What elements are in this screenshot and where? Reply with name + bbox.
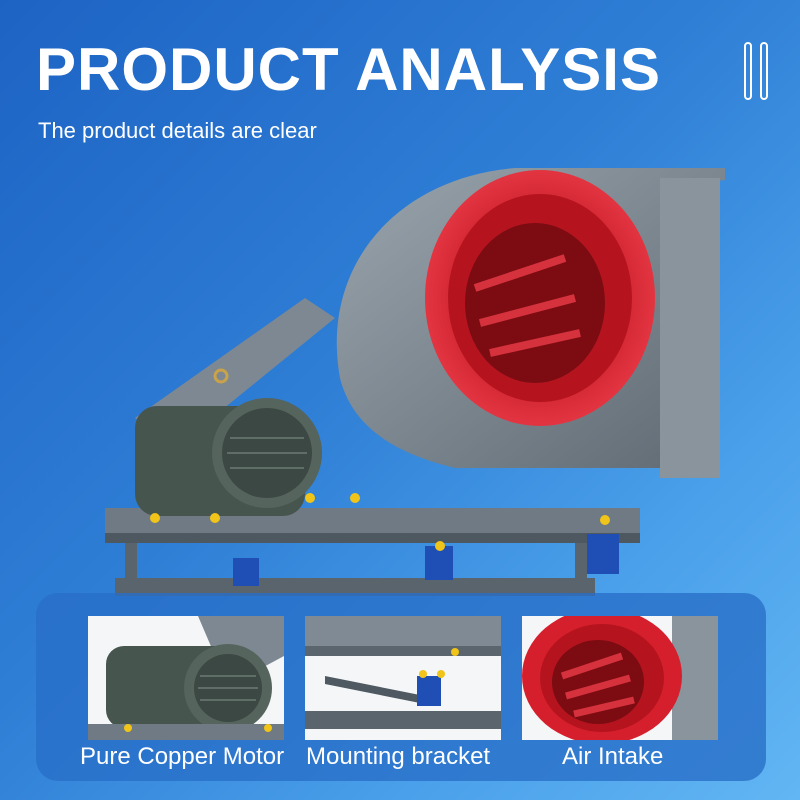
page-title: PRODUCT ANALYSIS <box>36 36 661 103</box>
motor-detail-image <box>88 616 284 740</box>
air-intake-detail-image <box>522 616 718 740</box>
bracket-caption: Mounting bracket <box>306 743 491 770</box>
centrifugal-fan-image <box>95 148 735 608</box>
motor-caption: Pure Copper Motor <box>80 743 285 770</box>
bracket-detail-image <box>305 616 501 740</box>
decorative-bars <box>744 42 772 102</box>
page-subtitle: The product details are clear <box>38 118 317 143</box>
air-intake-caption: Air Intake <box>562 743 664 770</box>
